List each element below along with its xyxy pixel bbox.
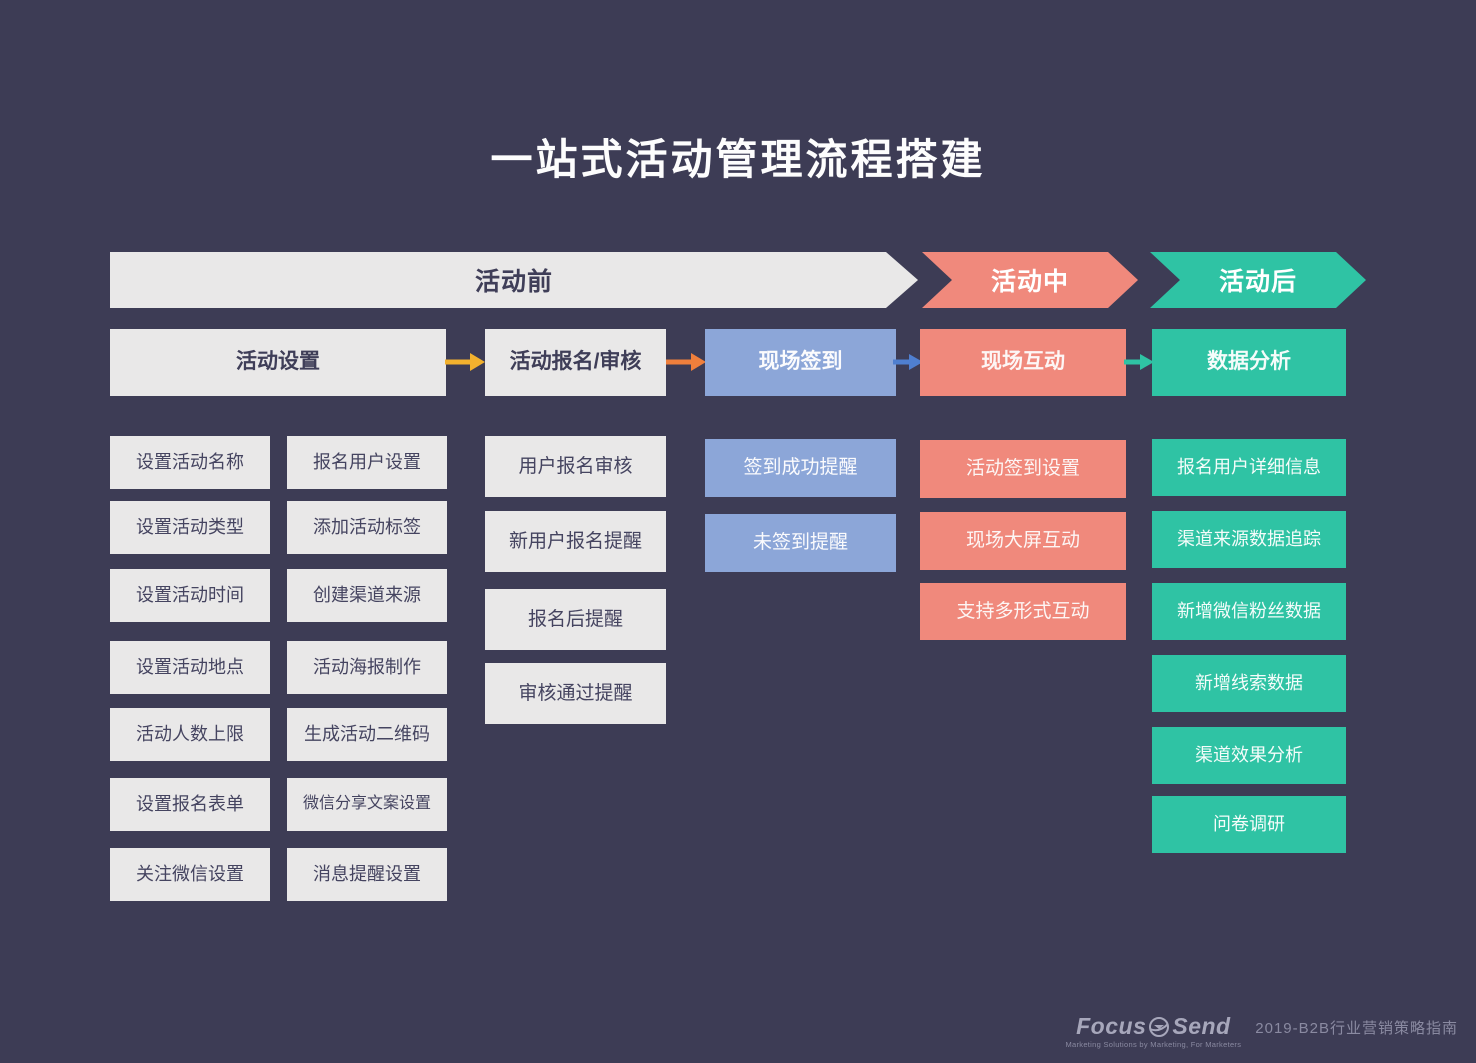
step-label: 活动报名/审核 [509,350,642,374]
list-item: 审核通过提醒 [485,663,666,724]
flow-arrow-yellow-icon [445,353,485,371]
stage-banner-during-event: 活动中 [922,252,1138,308]
list-item: 设置活动名称 [110,436,270,489]
list-item: 新增线索数据 [1152,655,1346,712]
list-item: 新用户报名提醒 [485,511,666,572]
step-header-interaction: 现场互动 [920,329,1126,396]
step-label: 现场互动 [981,350,1065,374]
stage-banner-post-event: 活动后 [1150,252,1366,308]
logo-tagline: Marketing Solutions by Marketing, For Ma… [1065,1040,1242,1049]
focussend-logo: Focus Send Marketing Solutions by Market… [1065,1013,1242,1050]
step-label: 数据分析 [1207,350,1291,374]
list-item: 新增微信粉丝数据 [1152,583,1346,640]
list-item: 设置活动时间 [110,569,270,622]
list-item: 活动签到设置 [920,440,1126,498]
list-item: 签到成功提醒 [705,439,896,497]
list-item: 添加活动标签 [287,501,447,554]
stage-label: 活动后 [1218,268,1297,296]
list-item: 问卷调研 [1152,796,1346,853]
list-item: 生成活动二维码 [287,708,447,761]
step-label: 现场签到 [758,350,843,374]
list-item: 关注微信设置 [110,848,270,901]
stage-banner-pre-event: 活动前 [110,252,918,308]
step-header-analysis: 数据分析 [1152,329,1346,396]
page-title: 一站式活动管理流程搭建 [490,136,986,183]
edition-caption: 2019-B2B行业营销策略指南 [1255,1019,1458,1037]
list-item: 创建渠道来源 [287,569,447,622]
list-item: 设置活动地点 [110,641,270,694]
list-item: 报名后提醒 [485,589,666,650]
stage-label: 活动中 [990,268,1069,296]
stage-label: 活动前 [474,268,553,296]
focussend-logo-icon [1149,1016,1170,1037]
brand-text-focus: Focus [1076,1013,1147,1039]
list-item: 渠道来源数据追踪 [1152,511,1346,568]
list-item: 消息提醒设置 [287,848,447,901]
list-item: 未签到提醒 [705,514,896,572]
list-item: 用户报名审核 [485,436,666,497]
flow-arrow-teal-icon [1124,354,1154,370]
list-item: 活动人数上限 [110,708,270,761]
flow-arrow-orange-icon [666,353,706,371]
list-item: 设置报名表单 [110,778,270,831]
list-item: 微信分享文案设置 [287,778,447,831]
list-item: 报名用户详细信息 [1152,439,1346,496]
flow-arrow-blue-icon [893,354,923,370]
list-item: 设置活动类型 [110,501,270,554]
list-item: 现场大屏互动 [920,512,1126,570]
step-header-signup: 活动报名/审核 [485,329,666,396]
footer: Focus Send Marketing Solutions by Market… [1065,1013,1458,1050]
list-item: 支持多形式互动 [920,583,1126,640]
step-label: 活动设置 [236,350,320,374]
brand-text-send: Send [1172,1013,1231,1039]
list-item: 活动海报制作 [287,641,447,694]
list-item: 渠道效果分析 [1152,727,1346,784]
list-item: 报名用户设置 [287,436,447,489]
step-header-checkin: 现场签到 [705,329,896,396]
step-header-setup: 活动设置 [110,329,446,396]
